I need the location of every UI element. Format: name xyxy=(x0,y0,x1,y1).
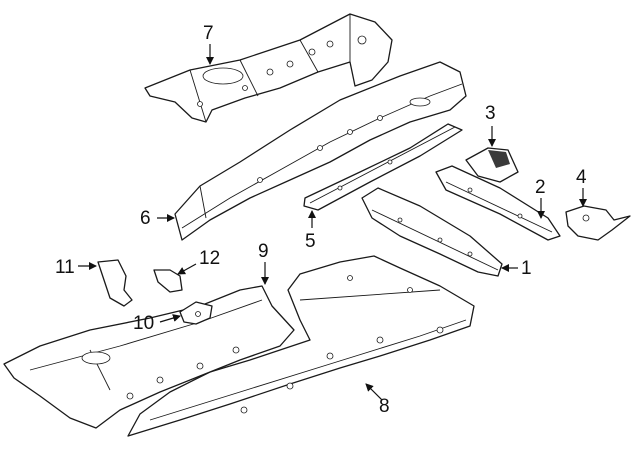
callout-11: 11 xyxy=(55,257,75,278)
callout-6: 6 xyxy=(140,208,151,229)
leader-lines xyxy=(78,44,587,401)
callout-2: 2 xyxy=(535,177,546,198)
part-9-underbody-shield xyxy=(3,285,295,429)
callout-1: 1 xyxy=(521,258,532,279)
leader-8 xyxy=(365,383,383,401)
callout-8: 8 xyxy=(379,396,390,417)
part-3-bracket xyxy=(465,147,519,183)
part-4-bracket xyxy=(565,205,631,241)
leader-12 xyxy=(177,263,197,275)
callout-3: 3 xyxy=(485,103,496,124)
part-2-crossmember xyxy=(435,165,561,241)
part-1-crossmember xyxy=(361,187,503,277)
part-5-thin-rail xyxy=(303,123,463,211)
part-7-rear-floor-panel xyxy=(144,13,393,123)
callout-4: 4 xyxy=(576,167,587,188)
part-10-bracket xyxy=(179,301,213,325)
part-8-underbody-shield xyxy=(127,255,475,437)
callout-5: 5 xyxy=(305,231,316,252)
callout-7: 7 xyxy=(203,23,214,44)
part-12-clip xyxy=(153,269,183,293)
part-6-side-rail xyxy=(174,61,467,241)
callout-12: 12 xyxy=(199,248,221,269)
callout-10: 10 xyxy=(133,313,155,334)
leader-10 xyxy=(159,314,181,323)
part-11-bracket xyxy=(97,259,133,307)
callout-9: 9 xyxy=(258,241,269,262)
